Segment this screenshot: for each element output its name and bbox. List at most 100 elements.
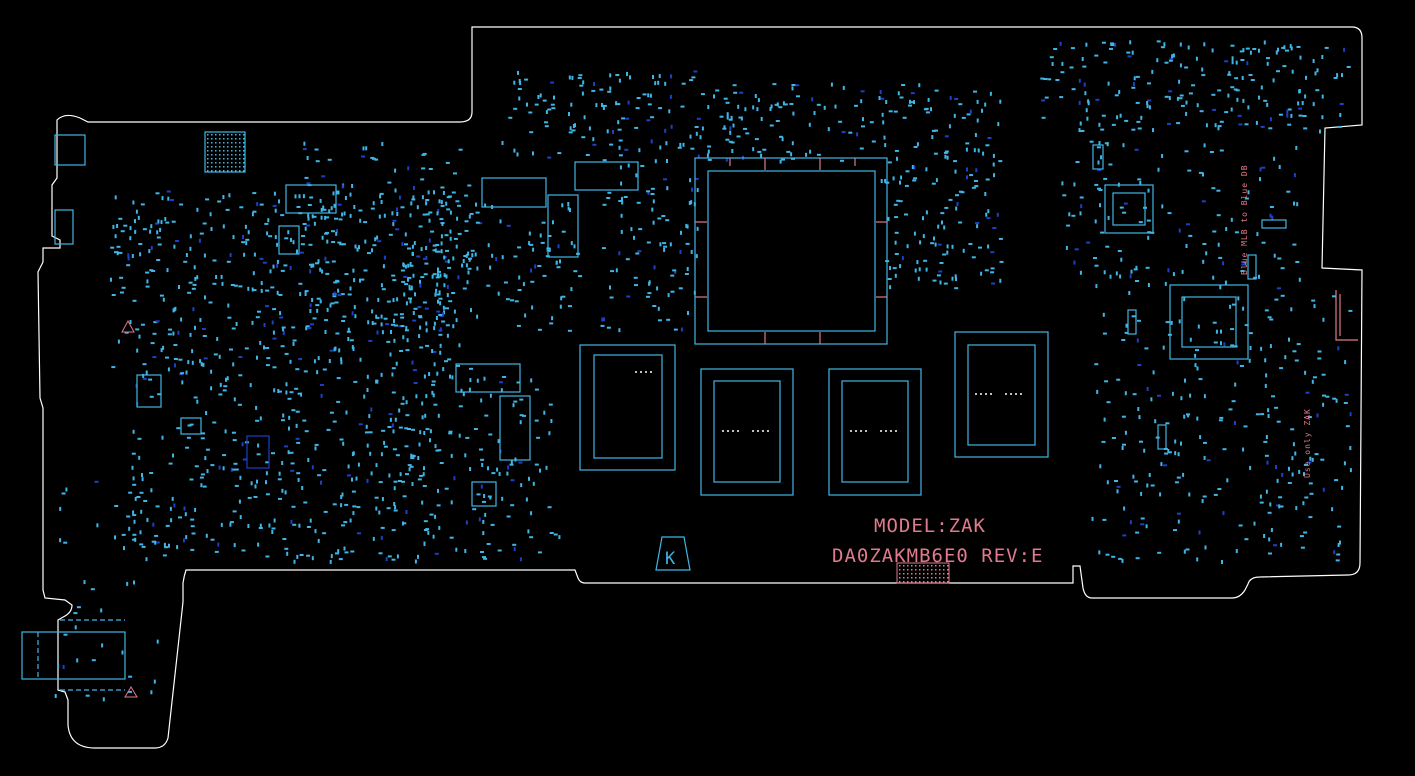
smd-pad [151,540,156,543]
smd-pad [399,472,402,477]
smd-pad [302,419,307,422]
smd-pad [241,442,244,447]
smd-pad [372,201,375,206]
smd-pad [986,217,991,220]
smd-pad [202,362,205,367]
smd-pad [188,281,193,284]
smd-pad [530,280,535,283]
smd-pad [728,140,733,143]
smd-pad [946,155,949,160]
smd-pad [754,94,757,98]
smd-pad [1189,393,1192,398]
smd-pad [383,213,386,218]
smd-pad [443,273,446,278]
smd-pad [287,230,290,235]
smd-pad [544,121,548,124]
smd-pad [1309,456,1312,461]
smd-pad [363,269,368,272]
smd-pad [519,414,524,417]
smd-pad [606,197,611,199]
smd-pad [230,284,235,286]
smd-pad [165,524,170,527]
smd-pad [484,414,489,417]
smd-pad [811,97,814,102]
smd-pad [1311,379,1314,384]
smd-pad [198,238,201,243]
hatch-dot [231,134,233,136]
smd-pad [137,215,140,220]
smd-pad [1264,383,1267,388]
smd-pad [719,115,724,118]
smd-pad [1134,480,1138,483]
smd-pad [664,128,667,133]
smd-pad [1176,122,1181,125]
smd-pad [1103,177,1108,180]
smd-pad [411,428,416,431]
smd-pad [287,397,292,400]
hatch-dot [907,573,909,575]
smd-pad [1265,373,1268,378]
smd-pad [1280,267,1285,270]
smd-pad [1096,146,1101,149]
smd-pad [560,296,563,301]
hatch-dot [943,581,945,583]
hatch-dot [219,142,221,144]
smd-pad [937,243,942,246]
smd-pad [1337,543,1340,547]
smd-pad [265,493,270,496]
smd-pad [965,147,968,152]
smd-pad [781,137,784,142]
smd-pad [971,186,976,189]
smd-pad [1231,60,1234,65]
smd-pad [478,222,483,225]
smd-pad [307,327,312,330]
smd-pad [680,327,683,332]
smd-pad [677,146,682,149]
smd-pad [638,228,643,231]
smd-pad [809,149,812,154]
smd-pad [1260,346,1263,351]
smd-pad [1267,511,1272,514]
smd-pad [377,297,380,302]
small-ic-1 [471,481,497,507]
smd-pad [480,551,484,553]
smd-pad [729,126,732,131]
smd-pad [893,110,898,113]
smd-pad [191,349,194,354]
hatch-dot [923,577,925,579]
smd-pad [256,355,258,360]
smd-pad [992,162,995,167]
smd-pad [1324,46,1329,49]
smd-pad [508,116,513,119]
smd-pad [303,370,308,373]
smd-pad [550,103,555,106]
smd-pad [791,157,795,160]
smd-pad [668,109,671,114]
smd-pad [406,338,409,343]
smd-pad [138,243,143,245]
smd-pad [320,393,323,398]
smd-pad [1238,524,1243,527]
smd-pad [357,532,361,535]
smd-pad [1194,363,1197,368]
smd-pad [418,316,423,319]
smd-pad [1095,284,1098,289]
smd-pad [424,307,429,310]
smd-pad [516,324,521,327]
smd-pad [352,505,357,508]
smd-pad [892,176,895,181]
smd-pad [114,251,118,254]
smd-pad [1245,47,1250,50]
smd-pad [272,264,275,269]
smd-pad [723,125,726,130]
smd-pad [1286,190,1291,193]
hatch-dot [243,138,245,140]
smd-pad [1237,114,1242,117]
smd-pad [1258,274,1260,279]
smd-pad [1332,397,1337,400]
smd-pad [1163,464,1168,467]
smd-pad [453,476,456,481]
smd-pad [425,256,428,260]
smd-pad [418,315,423,318]
smd-pad [340,503,343,508]
